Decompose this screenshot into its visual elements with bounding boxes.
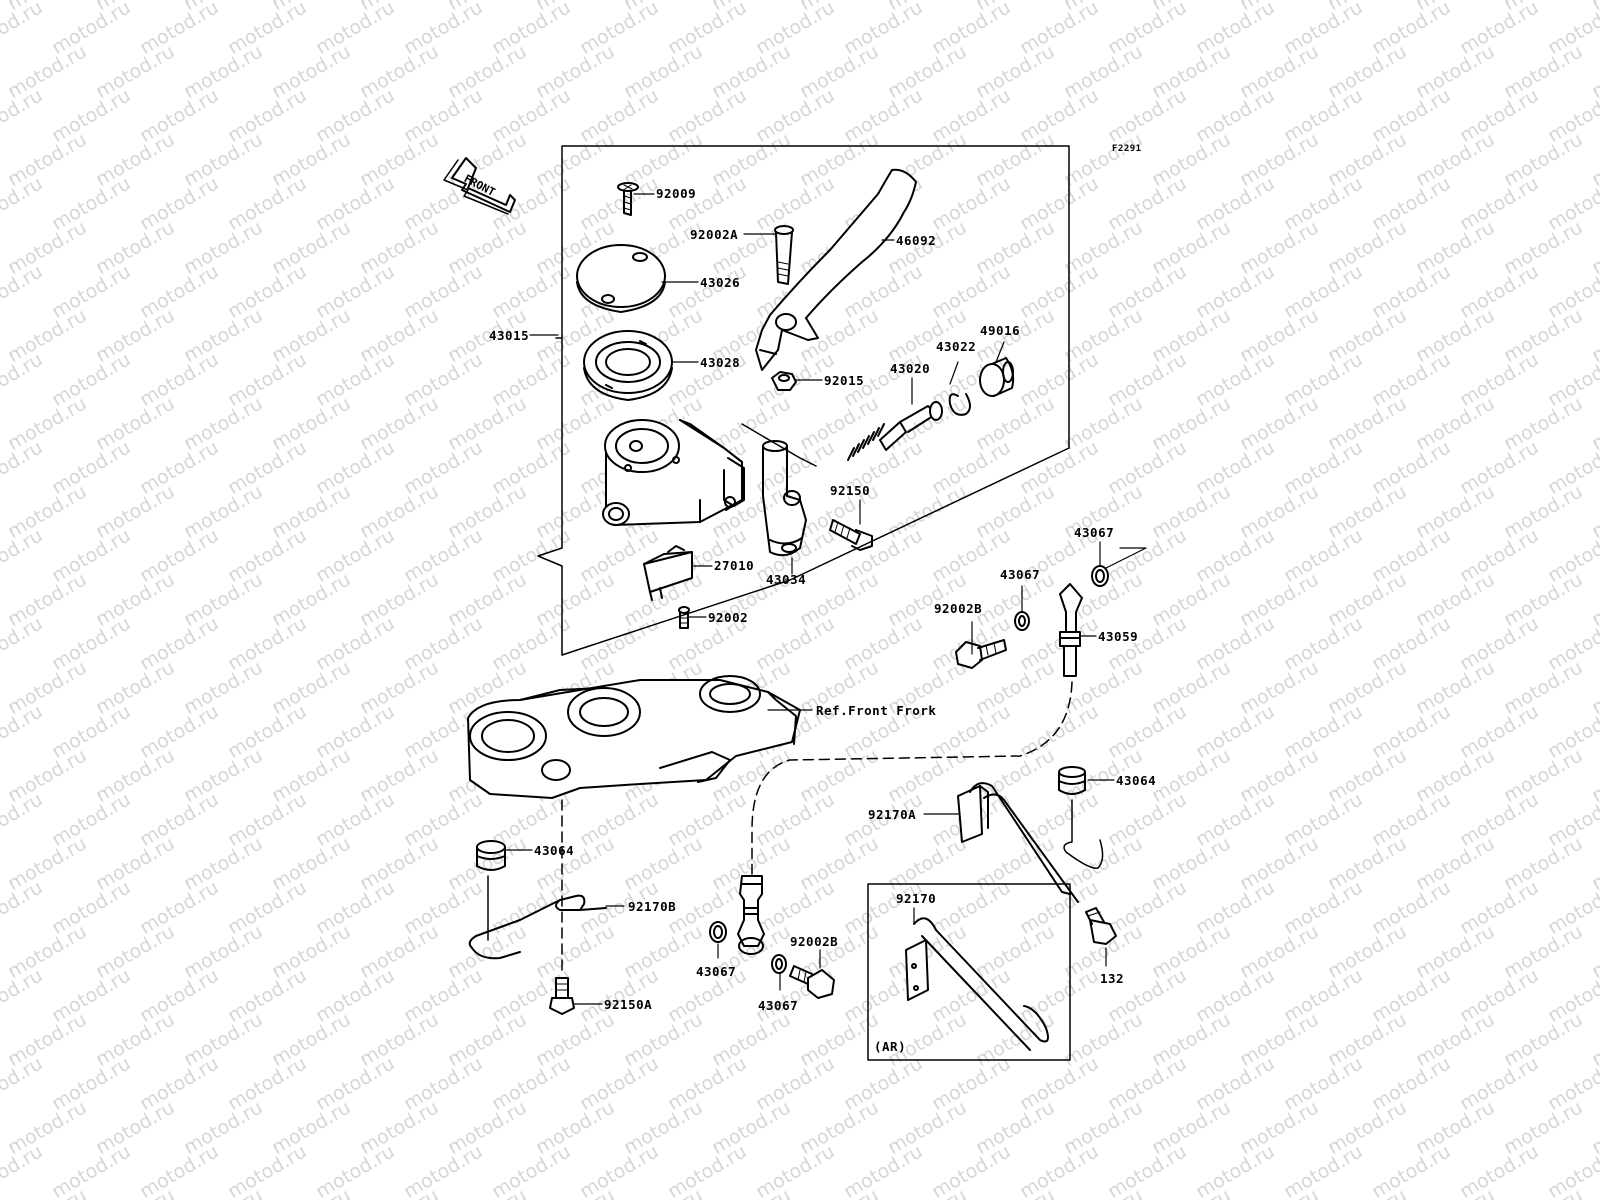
part-43064-grommet-left — [476, 840, 506, 871]
brake-hose-line — [751, 681, 1073, 875]
part-label-92150a: 92150A — [604, 997, 653, 1012]
part-label-43059: 43059 — [1098, 629, 1139, 644]
part-label-27010: 27010 — [714, 558, 755, 573]
part-label-43026: 43026 — [700, 275, 741, 290]
leader-lines — [505, 193, 1147, 1005]
part-label-92002b-lower: 92002B — [790, 934, 839, 949]
part-label-132: 132 — [1100, 971, 1125, 986]
part-92002-screw — [678, 606, 690, 629]
ar-option-label: (AR) — [874, 1039, 907, 1054]
part-92002b-bolt-upper — [955, 639, 1007, 669]
diagram-code: F2291 — [1112, 144, 1142, 154]
part-43022-circlip — [948, 393, 971, 416]
part-92150a-bolt — [549, 977, 575, 1015]
part-43020-piston-assembly — [847, 401, 943, 461]
part-43064-grommet-right — [1058, 766, 1086, 795]
part-label-43022: 43022 — [936, 339, 977, 354]
part-46092-lever — [755, 168, 917, 371]
triple-clamp — [467, 675, 801, 799]
part-label-43067-b: 43067 — [1000, 567, 1041, 582]
part-label-92170b: 92170B — [628, 899, 677, 914]
part-label-92170a: 92170A — [868, 807, 917, 822]
part-43067-washer-d — [771, 954, 787, 974]
part-label-46092: 46092 — [896, 233, 937, 248]
ref-front-fork-label: Ref.Front Frork — [816, 703, 937, 718]
part-label-92150: 92150 — [830, 483, 871, 498]
part-label-43028: 43028 — [700, 355, 741, 370]
part-label-43067-d: 43067 — [758, 998, 799, 1013]
part-label-49016: 49016 — [980, 323, 1021, 338]
part-label-92009: 92009 — [656, 186, 697, 201]
part-92009-screw — [617, 182, 639, 216]
part-label-43067-a: 43067 — [1074, 525, 1115, 540]
part-43067-washer-c — [709, 921, 727, 943]
front-arrow-icon — [443, 157, 516, 215]
part-43034-holder — [762, 440, 807, 557]
part-43059-hose-fitting — [1059, 583, 1083, 677]
part-label-43015: 43015 — [489, 328, 530, 343]
part-43026-cap — [576, 244, 666, 313]
part-label-92002a: 92002A — [690, 227, 739, 242]
part-92002b-bolt-lower — [789, 965, 835, 999]
part-label-43034: 43034 — [766, 572, 807, 587]
part-label-43064-left: 43064 — [534, 843, 575, 858]
part-label-92170: 92170 — [896, 891, 937, 906]
part-hose-fitting-lower — [737, 875, 765, 955]
part-132-bolt — [1085, 907, 1117, 945]
assembly-frame — [537, 145, 1070, 656]
part-label-92002b-upper: 92002B — [934, 601, 983, 616]
part-92002a-pivot-bolt — [774, 225, 794, 285]
part-label-92015: 92015 — [824, 373, 865, 388]
part-label-43020: 43020 — [890, 361, 931, 376]
part-label-43067-c: 43067 — [696, 964, 737, 979]
part-92170a-clamp — [957, 782, 1079, 903]
part-92170b-clamp — [468, 894, 607, 960]
part-43028-diaphragm — [583, 330, 673, 401]
part-label-43064-right: 43064 — [1116, 773, 1157, 788]
part-label-92002: 92002 — [708, 610, 749, 625]
part-27010-switch — [643, 545, 693, 601]
part-49016-boot — [979, 357, 1015, 397]
part-master-cylinder-body — [602, 419, 745, 526]
ar-option-box — [867, 883, 1071, 1061]
part-43067-washer-b — [1014, 611, 1030, 631]
part-92015-nut — [771, 371, 797, 391]
part-92150-bolt — [829, 519, 873, 551]
